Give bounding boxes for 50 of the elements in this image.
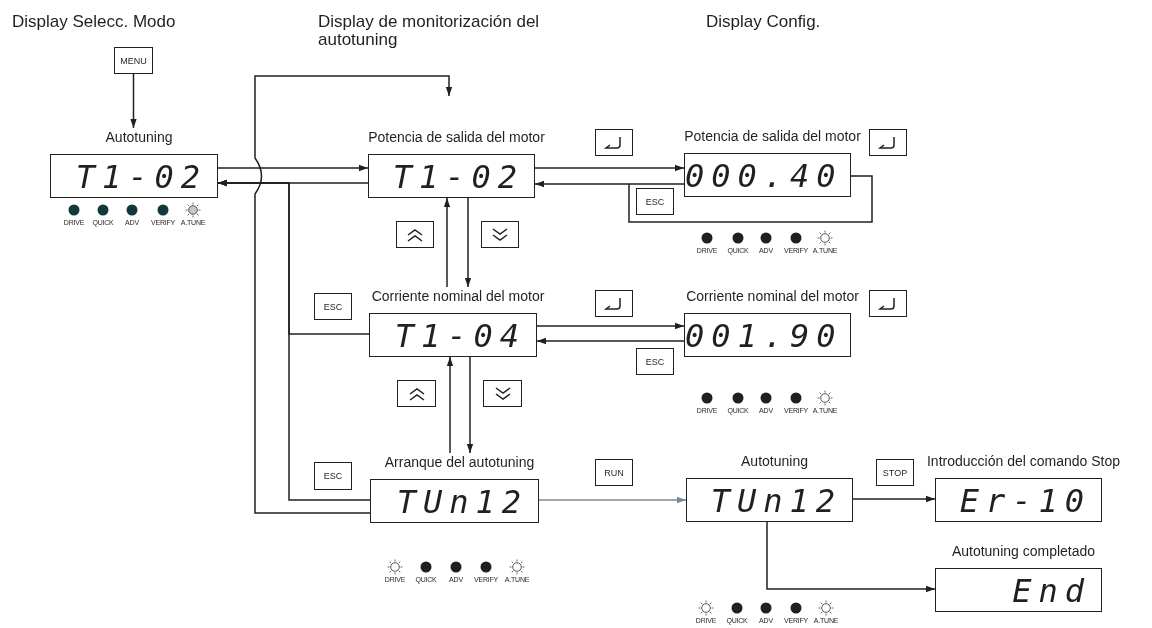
key-button: ESC [314, 293, 352, 320]
display-heading: Corriente nominal del motor [370, 287, 546, 305]
led-display: Er-10 [935, 478, 1102, 522]
arrow [464, 197, 472, 288]
key-button: STOP [876, 459, 914, 486]
display-heading: Potencia de salida del motor [367, 128, 546, 146]
arrow [536, 322, 685, 330]
led-display: End [935, 568, 1102, 612]
arrow [534, 164, 685, 172]
led-display: T1-02 [50, 154, 218, 198]
arrow [254, 75, 453, 514]
section-title: Display Selecc. Modo [12, 13, 177, 31]
arrow [766, 521, 936, 593]
enter-key [595, 290, 633, 317]
enter-key [869, 290, 907, 317]
arrow [443, 197, 451, 288]
up-key [397, 380, 436, 407]
display-heading: Potencia de salida del motor [683, 127, 862, 145]
arrow [446, 356, 454, 454]
arrow [534, 175, 873, 223]
arrow [852, 495, 936, 503]
display-heading: Corriente nominal del motor [685, 287, 860, 305]
key-button: ESC [314, 462, 352, 490]
arrow [538, 496, 687, 504]
section-title: Display Config. [706, 13, 822, 31]
key-button: RUN [595, 459, 633, 486]
key-button: MENU [114, 47, 153, 74]
led-display: T1-02 [368, 154, 535, 198]
display-heading: Arranque del autotuning [383, 453, 536, 471]
enter-key [595, 129, 633, 156]
led-display: 000.40 [684, 153, 851, 197]
key-button: ESC [636, 188, 674, 215]
down-key [481, 221, 519, 248]
led-display: 001.90 [684, 313, 851, 357]
arrow [466, 356, 474, 454]
down-key [483, 380, 522, 407]
arrow [130, 73, 137, 129]
display-heading: Introducción del comando Stop [926, 452, 1121, 470]
key-button: ESC [636, 348, 674, 375]
up-key [396, 221, 434, 248]
section-title: Display de monitorización del autotuning [318, 13, 541, 49]
display-heading: Autotuning [104, 128, 174, 146]
led-display: TUn12 [370, 479, 539, 523]
arrow [536, 337, 685, 345]
display-heading: Autotuning [740, 452, 809, 470]
enter-key [869, 129, 907, 156]
led-display: TUn12 [686, 478, 853, 522]
display-heading: Autotuning completado [950, 542, 1097, 560]
arrow [217, 164, 369, 172]
led-display: T1-04 [369, 313, 537, 357]
